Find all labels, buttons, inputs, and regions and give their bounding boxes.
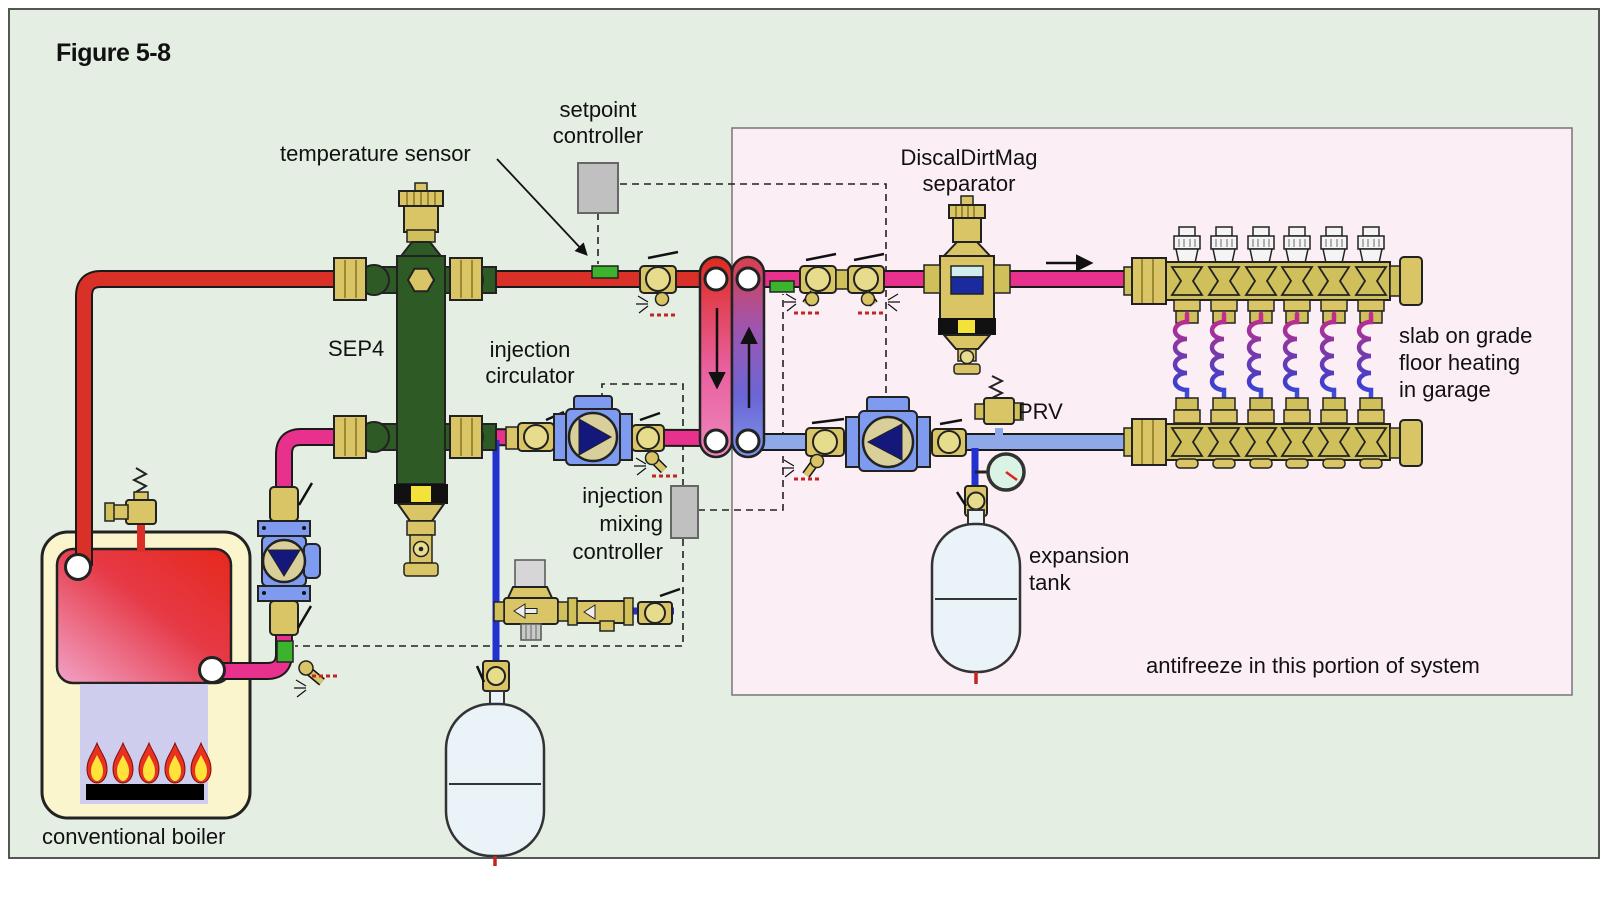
discaldirtmag-separator [923, 195, 1011, 375]
conventional-boiler [40, 530, 252, 820]
feed-valve-cap [514, 559, 546, 588]
injection-circulator-label: injection circulator [485, 337, 575, 388]
control-wiring [295, 183, 887, 647]
antifreeze-zone [731, 127, 1573, 696]
setpoint-controller-box [577, 162, 619, 214]
secondary-supply-valves [783, 252, 901, 315]
check-valve [573, 600, 627, 624]
expansion-tank-label: expansion tank [1029, 543, 1130, 595]
plate-heat-exchanger [698, 255, 766, 459]
slab-heating-label: slab on grade floor heating in garage [1399, 323, 1533, 402]
boiler-supply-port [64, 553, 92, 581]
discaldirtmag-label: DiscalDirtMag separator [900, 145, 1038, 196]
makeup-water-assembly [475, 559, 681, 692]
pressure-gauge [975, 452, 1026, 492]
conventional-boiler-label: conventional boiler [42, 824, 226, 849]
injection-mixing-controller-box [670, 485, 699, 539]
air-vent-icon [398, 182, 444, 243]
injection-mixing-controller-label: injection mixing controller [572, 483, 663, 564]
supply-temperature-sensor-icon [591, 265, 619, 279]
secondary-temperature-sensor-icon [769, 280, 795, 293]
prv-label: PRV [1018, 399, 1063, 424]
sep4-hydraulic-separator [333, 182, 497, 577]
antifreeze-note: antifreeze in this portion of system [1146, 653, 1480, 678]
boiler-supply-pipe [77, 272, 716, 566]
temperature-sensor-pointer [496, 158, 588, 256]
supply-manifold [1123, 226, 1423, 324]
injection-circulator [505, 395, 680, 478]
figure-title: Figure 5-8 [56, 39, 171, 67]
setpoint-controller-label: setpoint controller [552, 97, 644, 148]
primary-ball-valve [635, 250, 679, 317]
temperature-sensor-label: temperature sensor [280, 141, 471, 166]
boiler-relief-valve [104, 467, 157, 525]
boiler-return-port [198, 656, 226, 684]
boiler-drain-valve [293, 660, 340, 698]
expansion-tank-primary [444, 690, 546, 866]
prv-valve [974, 375, 1024, 425]
boiler-circulator [257, 482, 321, 636]
sep4-label: SEP4 [328, 336, 385, 361]
expansion-tank-secondary [930, 485, 1022, 684]
distribution-circulator [781, 396, 967, 481]
return-manifold [1123, 397, 1423, 469]
boiler-return-sensor-icon [276, 640, 294, 663]
